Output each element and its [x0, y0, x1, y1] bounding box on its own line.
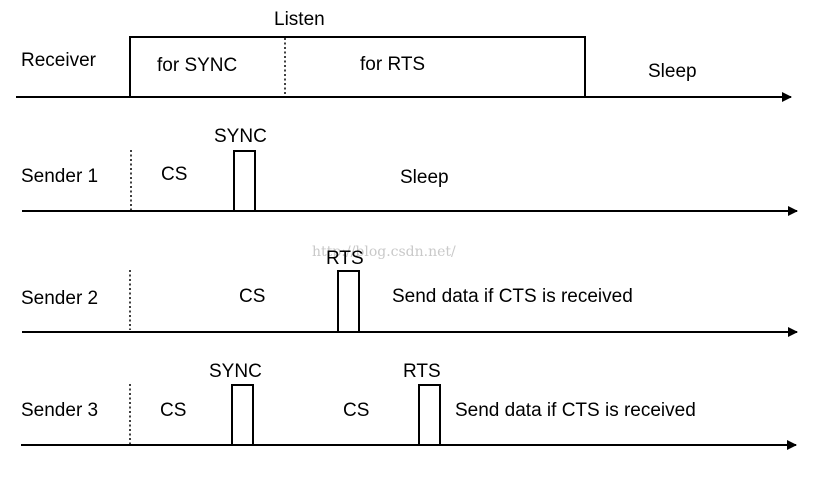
- sender1-sync-pulse: [233, 150, 256, 211]
- watermark-text: http://blog.csdn.net/: [312, 244, 456, 260]
- sender2-label: Sender 2: [21, 288, 98, 309]
- sender3-rts-label: RTS: [403, 361, 441, 382]
- sender1-row: Sender 1 CS SYNC Sleep: [21, 126, 798, 216]
- for-rts-label: for RTS: [360, 54, 425, 75]
- receiver-sleep-label: Sleep: [648, 61, 697, 82]
- sender3-cs1-label: CS: [160, 400, 186, 421]
- receiver-row: Receiver Listen for SYNC for RTS Sleep: [16, 9, 792, 102]
- sender3-row: Sender 3 CS SYNC CS RTS Send data if CTS…: [21, 361, 797, 450]
- sender1-sleep-label: Sleep: [400, 167, 449, 188]
- sender3-sync-pulse: [231, 384, 254, 445]
- listen-window-box: [129, 36, 586, 97]
- sender2-rts-label: RTS: [326, 248, 364, 269]
- sender3-rts-pulse: [418, 384, 441, 445]
- for-sync-label: for SYNC: [157, 55, 237, 76]
- sender3-sync-label: SYNC: [209, 361, 262, 382]
- sender2-note: Send data if CTS is received: [392, 286, 633, 307]
- listen-label: Listen: [274, 9, 325, 30]
- sender2-row: Sender 2 CS RTS Send data if CTS is rece…: [21, 248, 798, 337]
- sender1-cs-label: CS: [161, 164, 187, 185]
- sender3-cs2-label: CS: [343, 400, 369, 421]
- sender1-sync-label: SYNC: [214, 126, 267, 147]
- receiver-label: Receiver: [21, 50, 97, 71]
- sender1-label: Sender 1: [21, 166, 98, 187]
- sender3-label: Sender 3: [21, 400, 98, 421]
- sender2-cs-label: CS: [239, 286, 265, 307]
- sender2-rts-pulse: [337, 270, 360, 331]
- sender3-note: Send data if CTS is received: [455, 400, 696, 421]
